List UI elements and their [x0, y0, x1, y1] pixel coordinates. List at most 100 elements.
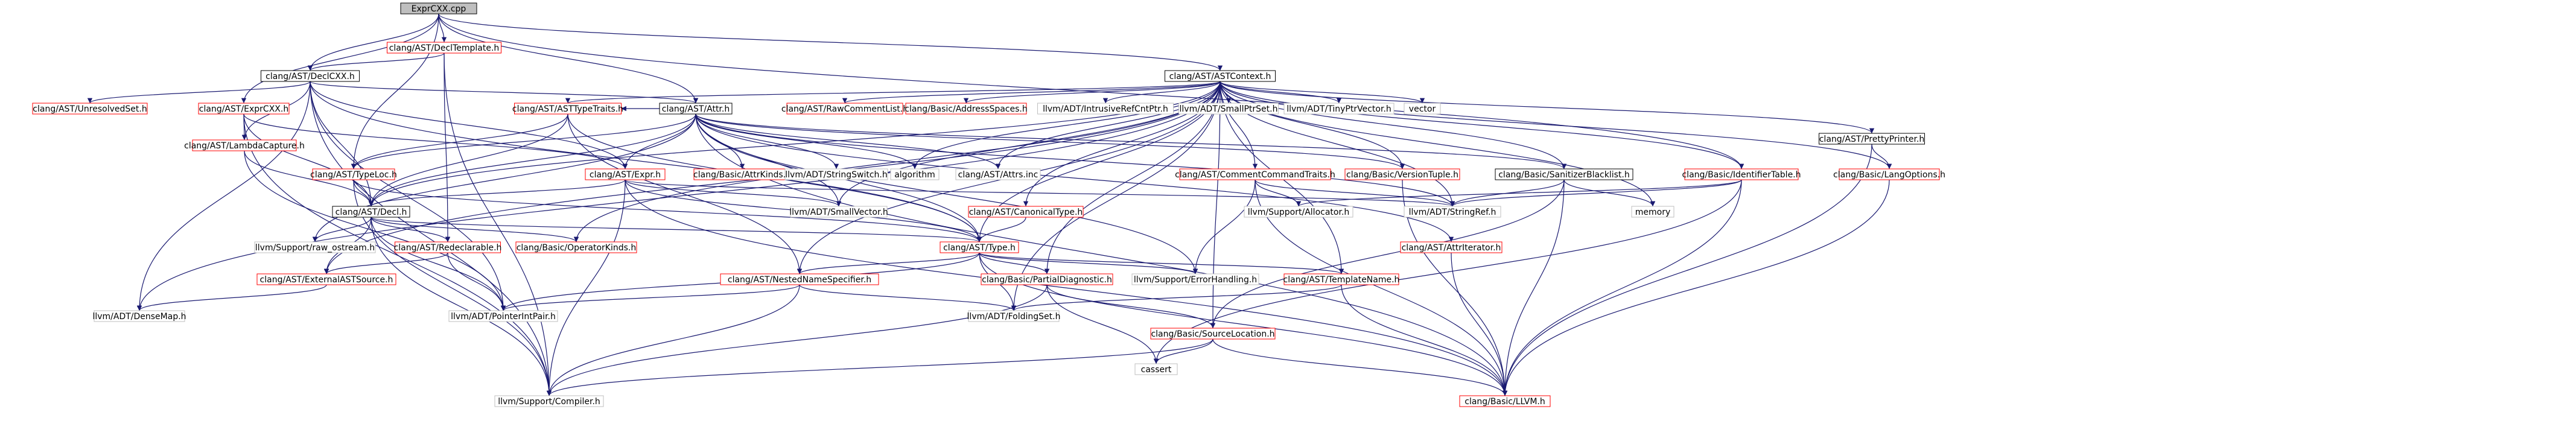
- node-box: [1404, 103, 1441, 115]
- edge-astcontext-to-versiontuple: [1220, 81, 1405, 170]
- node-attrkinds[interactable]: clang/Basic/AttrKinds.h: [693, 168, 791, 180]
- node-declcxx[interactable]: clang/AST/DeclCXX.h: [261, 70, 360, 82]
- node-label: clang/AST/RawCommentList.h: [781, 104, 908, 114]
- node-stringref[interactable]: llvm/ADT/StringRef.h: [1404, 206, 1501, 218]
- edge-identifiertable-to-stringref: [1449, 179, 1742, 207]
- node-box: [784, 168, 888, 180]
- edge-astcontext-to-foldingset: [1011, 81, 1221, 311]
- node-stringswitch[interactable]: llvm/ADT/StringSwitch.h: [784, 168, 888, 180]
- node-cassert[interactable]: cassert: [1134, 363, 1178, 375]
- node-externalastsource[interactable]: clang/AST/ExternalASTSource.h: [256, 273, 396, 285]
- node-versiontuple[interactable]: clang/Basic/VersionTuple.h: [1344, 168, 1460, 180]
- edge-attr-to-stringref: [695, 113, 1455, 207]
- node-operatorkinds[interactable]: clang/Basic/OperatorKinds.h: [515, 241, 637, 253]
- node-templatename[interactable]: clang/AST/TemplateName.h: [1283, 273, 1400, 285]
- node-langoptions[interactable]: clang/Basic/LangOptions.h: [1833, 168, 1945, 180]
- node-exprcxx_h[interactable]: clang/AST/ExprCXX.h: [198, 103, 290, 115]
- edge-astcontext-to-langoptions: [1220, 81, 1892, 170]
- node-box: [1495, 168, 1633, 180]
- node-foldingset[interactable]: llvm/ADT/FoldingSet.h: [967, 310, 1061, 322]
- node-identifiertable[interactable]: clang/Basic/IdentifierTable.h: [1682, 168, 1801, 180]
- node-label: clang/AST/Expr.h: [590, 170, 661, 180]
- node-box: [890, 168, 940, 180]
- node-prettyprinter[interactable]: clang/AST/PrettyPrinter.h: [1819, 133, 1925, 145]
- node-addressspaces[interactable]: clang/Basic/AddressSpaces.h: [905, 103, 1028, 115]
- node-label: clang/AST/AttrIterator.h: [1402, 243, 1501, 253]
- node-intrusiverefcntptr[interactable]: llvm/ADT/IntrusiveRefCntPtr.h: [1037, 103, 1174, 115]
- node-exprcxx_cpp[interactable]: ExprCXX.cpp: [400, 2, 477, 14]
- node-box: [1165, 70, 1276, 82]
- edge-astcontext-to-vector: [1220, 81, 1425, 104]
- node-asttypetraits[interactable]: clang/AST/ASTTypeTraits.h: [512, 103, 623, 115]
- node-type[interactable]: clang/AST/Type.h: [940, 241, 1019, 253]
- node-attrs_inc[interactable]: clang/AST/Attrs.inc: [955, 168, 1041, 180]
- node-label: llvm/ADT/StringRef.h: [1409, 208, 1496, 217]
- node-redeclarable[interactable]: clang/AST/Redeclarable.h: [394, 241, 502, 253]
- node-label: clang/Basic/SanitizerBlacklist.h: [1498, 170, 1630, 180]
- node-densemap[interactable]: llvm/ADT/DenseMap.h: [92, 310, 186, 322]
- edge-astcontext-to-intrusiverefcntptr: [1102, 81, 1221, 104]
- node-sourcelocation[interactable]: clang/Basic/SourceLocation.h: [1150, 328, 1276, 340]
- node-astcontext[interactable]: clang/AST/ASTContext.h: [1165, 70, 1276, 82]
- node-sanitizerblacklist[interactable]: clang/Basic/SanitizerBlacklist.h: [1495, 168, 1633, 180]
- node-box: [514, 103, 622, 115]
- edge-decl_template-to-declcxx: [307, 52, 445, 71]
- node-box: [1684, 168, 1799, 180]
- node-basic_llvm[interactable]: clang/Basic/LLVM.h: [1459, 395, 1551, 407]
- node-memory[interactable]: memory: [1631, 206, 1674, 218]
- node-typeloc[interactable]: clang/AST/TypeLoc.h: [310, 168, 397, 180]
- node-attriterator[interactable]: clang/AST/AttrIterator.h: [1400, 241, 1503, 253]
- edge-sanitizerblacklist-to-memory: [1563, 179, 1656, 207]
- node-label: clang/Basic/VersionTuple.h: [1346, 170, 1458, 180]
- edge-sourcelocation-to-cassert: [1153, 338, 1213, 364]
- node-compiler[interactable]: llvm/Support/Compiler.h: [494, 395, 604, 407]
- edge-commentcommandtraits-to-errorhandling: [1192, 179, 1256, 274]
- node-box: [940, 241, 1019, 253]
- node-commentcommandtraits[interactable]: clang/AST/CommentCommandTraits.h: [1175, 168, 1335, 180]
- node-box: [515, 241, 637, 253]
- node-unresolvedset[interactable]: clang/AST/UnresolvedSet.h: [32, 103, 148, 115]
- node-decl[interactable]: clang/AST/Decl.h: [332, 206, 410, 218]
- node-raw_ostream[interactable]: llvm/Support/raw_ostream.h: [254, 241, 376, 253]
- node-label: algorithm: [894, 170, 935, 180]
- node-label: clang/Basic/OperatorKinds.h: [517, 243, 637, 253]
- node-partialdiagnostic[interactable]: clang/Basic/PartialDiagnostic.h: [981, 273, 1113, 285]
- node-canonicaltype[interactable]: clang/AST/CanonicalType.h: [968, 206, 1084, 218]
- node-box: [192, 139, 297, 151]
- edge-redeclarable-to-pointerintpair: [447, 252, 506, 311]
- edge-exprcxx_cpp-to-attr: [438, 13, 699, 104]
- node-vector[interactable]: vector: [1404, 103, 1441, 115]
- edge-nestednamespecifier-to-foldingset: [799, 284, 1017, 311]
- node-label: llvm/ADT/StringSwitch.h: [785, 170, 887, 180]
- node-label: clang/AST/PrettyPrinter.h: [1819, 135, 1925, 144]
- node-label: clang/AST/CanonicalType.h: [969, 208, 1083, 217]
- edge-exprcxx_cpp-to-typeloc: [351, 13, 439, 170]
- node-pointerintpair[interactable]: llvm/ADT/PointerIntPair.h: [448, 310, 558, 322]
- node-algorithm[interactable]: algorithm: [890, 168, 940, 180]
- node-box: [790, 206, 888, 218]
- node-smallvector[interactable]: llvm/ADT/SmallVector.h: [789, 206, 888, 218]
- node-smallptrset[interactable]: llvm/ADT/SmallPtrSet.h: [1178, 103, 1279, 115]
- node-rawcommentlist[interactable]: clang/AST/RawCommentList.h: [781, 103, 908, 115]
- edge-attr-to-sanitizerblacklist: [695, 113, 1566, 170]
- node-errorhandling[interactable]: llvm/Support/ErrorHandling.h: [1131, 273, 1259, 285]
- edge-type-to-partialdiagnostic: [979, 252, 1050, 274]
- node-attr[interactable]: clang/AST/Attr.h: [659, 103, 733, 115]
- node-box: [968, 310, 1060, 322]
- edge-declcxx-to-densemap: [136, 81, 311, 311]
- node-lambdacapture[interactable]: clang/AST/LambdaCapture.h: [184, 139, 305, 151]
- node-decl_template[interactable]: clang/AST/DeclTemplate.h: [387, 42, 501, 54]
- node-expr[interactable]: clang/AST/Expr.h: [585, 168, 666, 180]
- edge-nestednamespecifier-to-pointerintpair: [500, 284, 800, 311]
- edge-lambdacapture-to-decl: [244, 150, 374, 207]
- node-box: [1839, 168, 1940, 180]
- node-tinyptrvector[interactable]: llvm/ADT/TinyPtrVector.h: [1283, 103, 1395, 115]
- edge-exprcxx_cpp-to-astcontext: [438, 13, 1223, 71]
- edge-astcontext-to-asttypetraits: [565, 81, 1221, 104]
- node-allocator[interactable]: llvm/Support/Allocator.h: [1244, 206, 1353, 218]
- node-label: clang/AST/ExternalASTSource.h: [260, 275, 393, 285]
- edge-partialdiagnostic-to-sourcelocation: [1046, 284, 1216, 329]
- edge-canonicaltype-to-type: [976, 217, 1026, 243]
- node-label: clang/Basic/LLVM.h: [1465, 397, 1545, 407]
- node-nestednamespecifier[interactable]: clang/AST/NestedNameSpecifier.h: [720, 273, 879, 285]
